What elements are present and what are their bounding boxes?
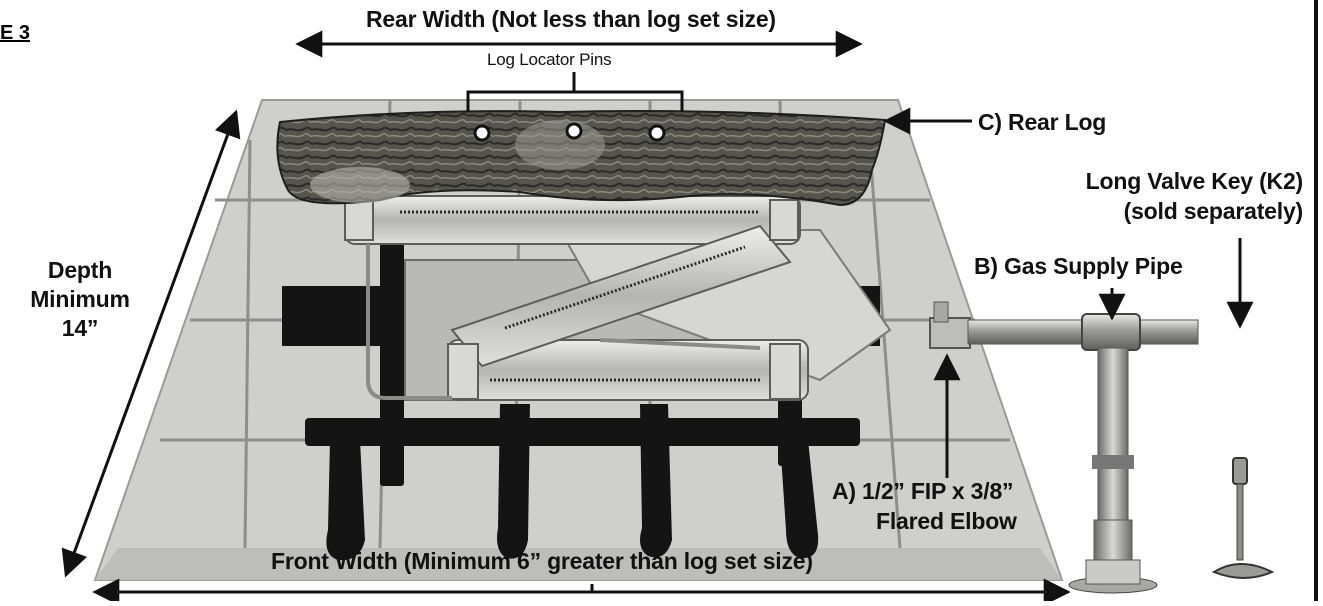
elbow-label-line1: A) 1/2” FIP x 3/8” (832, 478, 1014, 504)
burner-tubes (344, 195, 809, 401)
depth-label-line1: Depth (47, 257, 113, 283)
log-light-patch (515, 120, 605, 170)
figure-label: E 3 (0, 22, 31, 44)
depth-label-line3: 14” (61, 315, 99, 341)
log-locator-pins (473, 122, 666, 142)
depth-label-line2: Minimum (30, 286, 130, 312)
locator-bracket (466, 72, 684, 112)
burner-ports (400, 210, 760, 382)
rear-width-label: Rear Width (Not less than log set size) (366, 6, 776, 32)
depth-arrow (61, 109, 241, 578)
gas-tubing (366, 244, 761, 400)
rear-log-label: C) Rear Log (978, 109, 1107, 135)
elbow-label-line2: Flared Elbow (876, 508, 1017, 534)
long-valve-key-label: Long Valve Key (K2) (1085, 168, 1304, 194)
gas-supply-pipe (929, 301, 1199, 594)
grate (282, 236, 880, 561)
right-frame-border (1314, 0, 1318, 601)
gas-supply-pipe-label: B) Gas Supply Pipe (974, 253, 1183, 279)
sold-separately-label: (sold separately) (1123, 198, 1304, 224)
long-valve-key (1211, 457, 1275, 579)
log-locator-pins-label: Log Locator Pins (487, 50, 612, 69)
front-width-label: Front Width (Minimum 6” greater than log… (271, 548, 813, 574)
